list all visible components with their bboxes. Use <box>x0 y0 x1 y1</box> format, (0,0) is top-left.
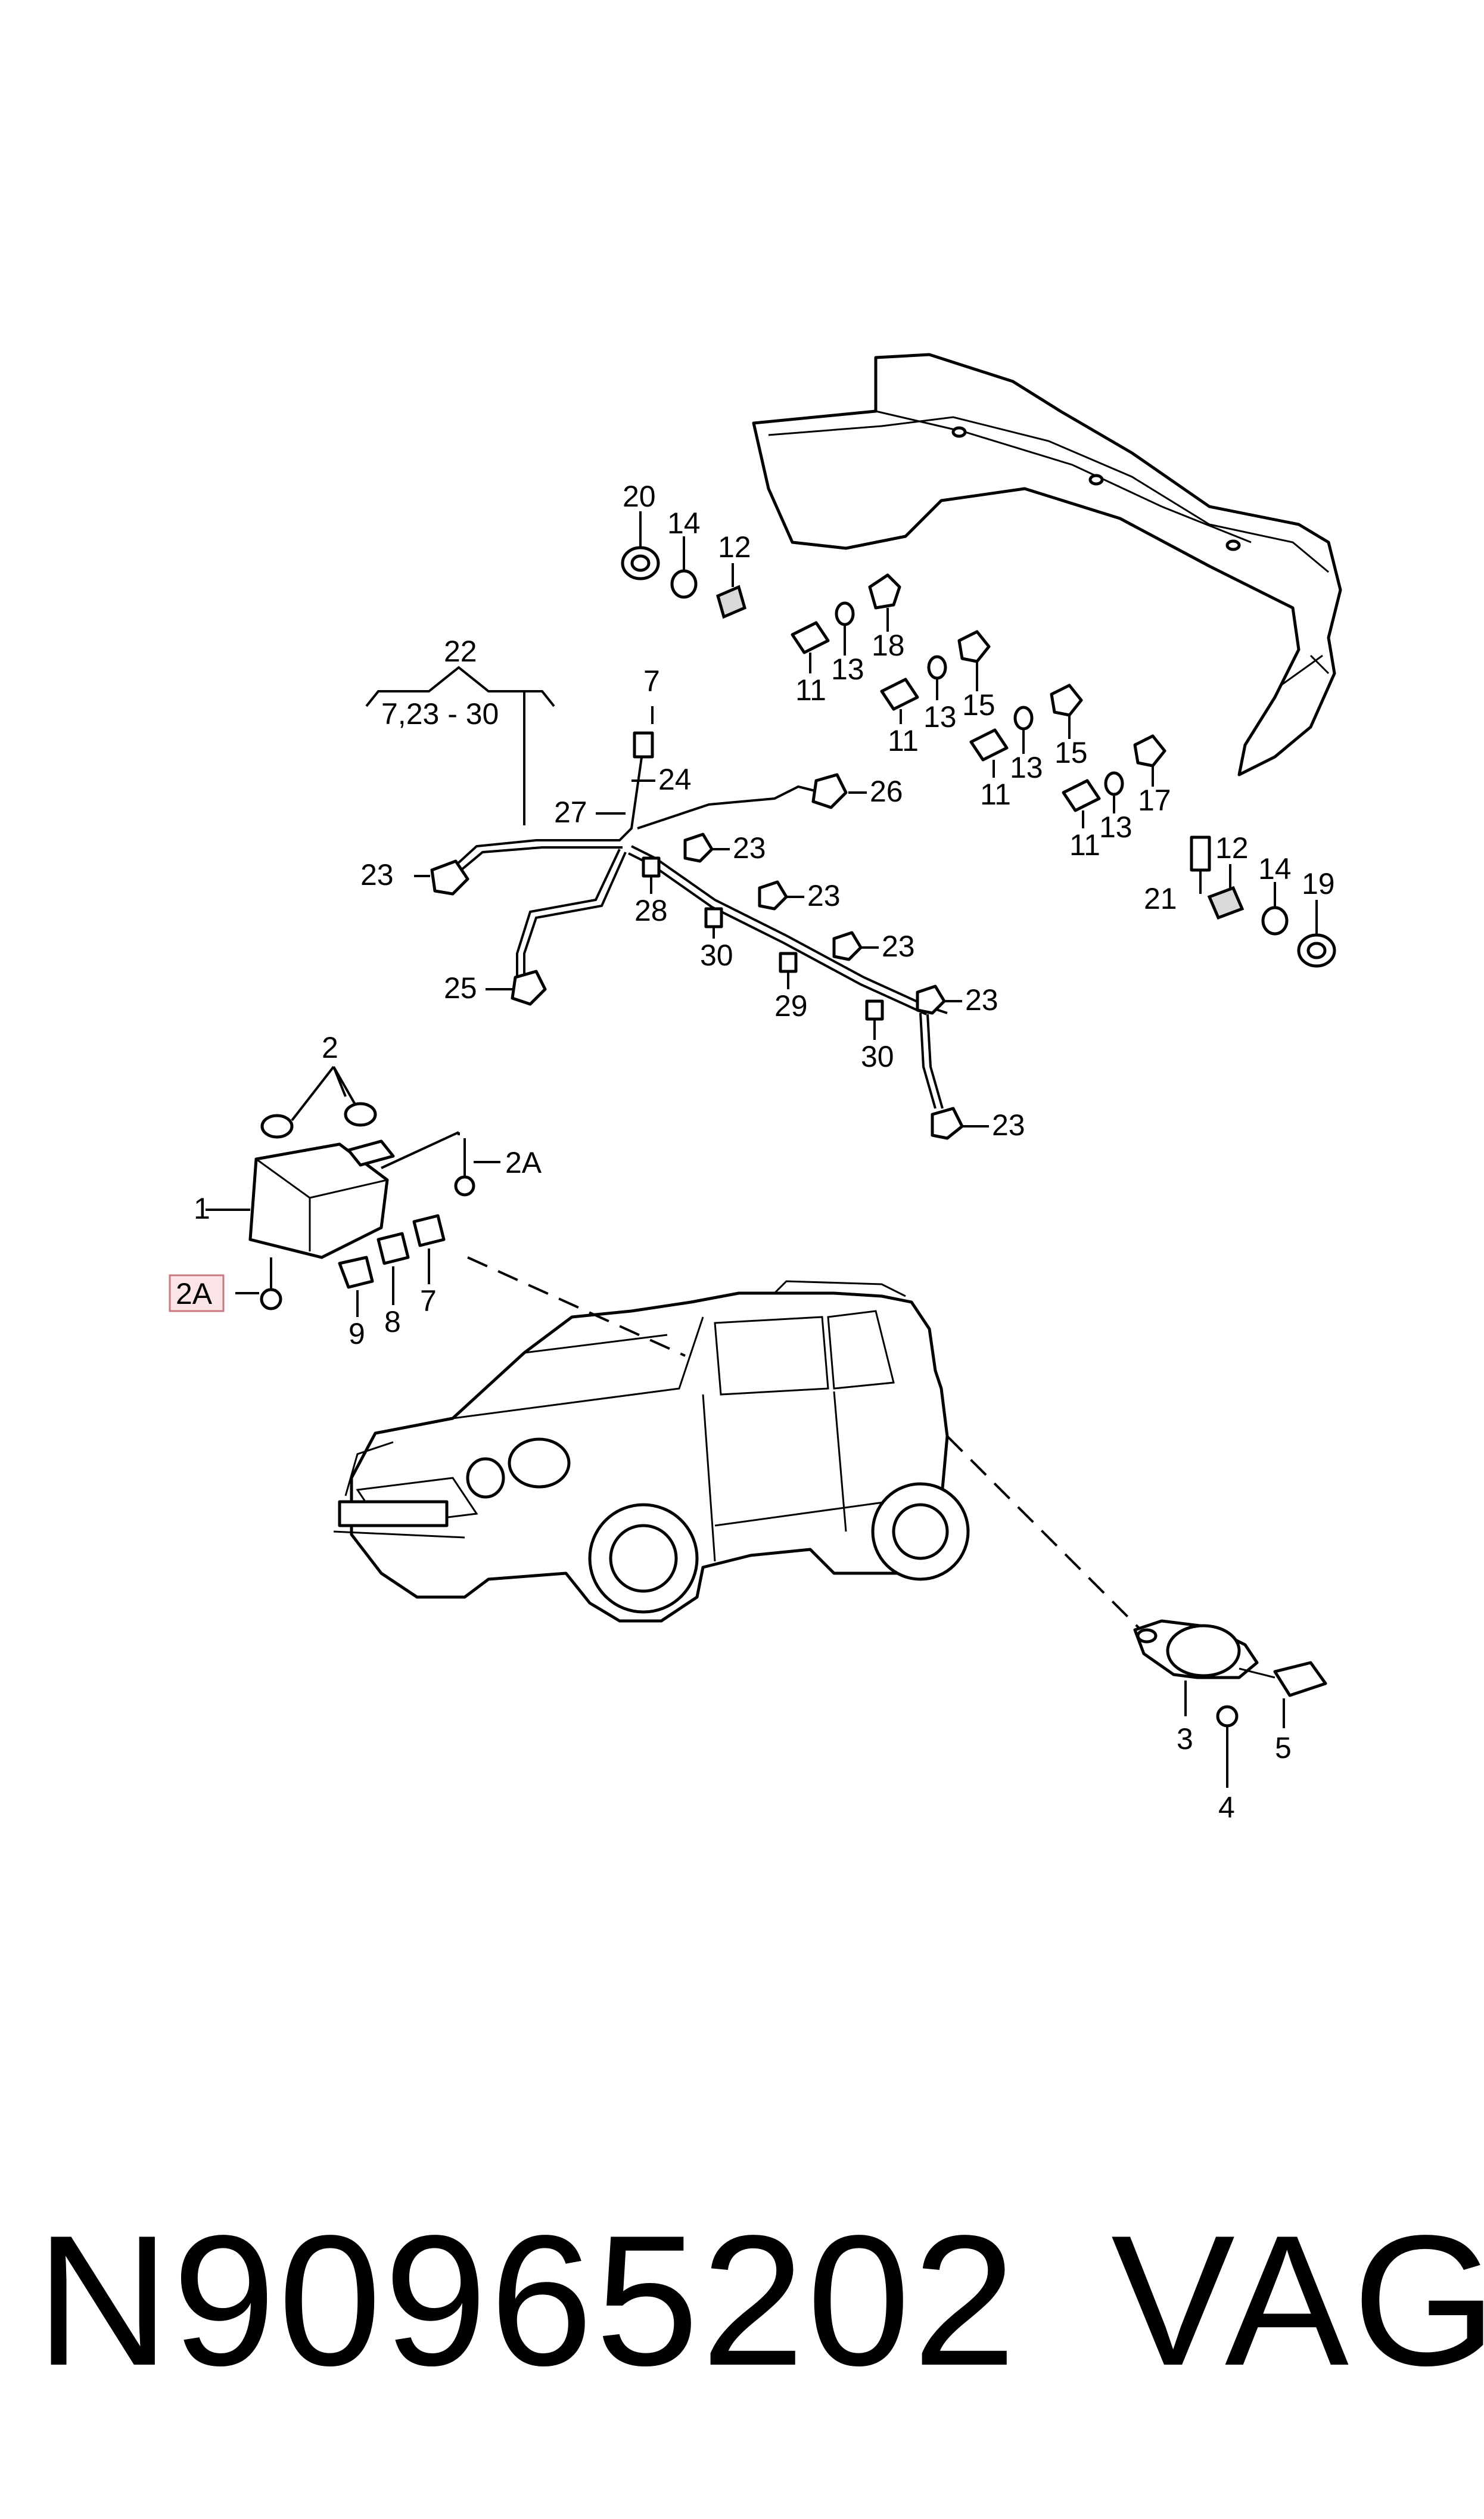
control-module <box>169 1066 500 1317</box>
callout-2a-highlight: 2A <box>176 1277 213 1310</box>
callout-5: 5 <box>1275 1731 1292 1765</box>
callout-2: 2 <box>322 1031 338 1064</box>
callout-11-d: 11 <box>1069 828 1100 862</box>
callout-25: 25 <box>444 971 477 1005</box>
callout-7-module: 7 <box>420 1284 437 1318</box>
callout-13-b: 13 <box>923 700 957 734</box>
callout-9: 9 <box>349 1317 365 1350</box>
callout-23-d: 23 <box>882 930 915 963</box>
callout-19: 19 <box>1302 867 1335 900</box>
callout-23-f: 23 <box>992 1108 1025 1142</box>
callout-21: 21 <box>1144 882 1177 915</box>
callout-23-e: 23 <box>965 983 998 1017</box>
callout-13-a: 13 <box>831 653 864 686</box>
callout-23-a: 23 <box>360 858 394 892</box>
callout-29: 29 <box>774 989 808 1023</box>
callout-11-a: 11 <box>795 673 826 707</box>
rear-bumper <box>752 353 1342 776</box>
highlight-2a <box>169 1274 225 1312</box>
callout-22-range: 7,23 - 30 <box>381 697 499 731</box>
callout-11-c: 11 <box>980 778 1011 811</box>
callout-labels: 1 2 2A 2A 3 4 5 7 7 8 9 11 11 11 11 12 1… <box>176 480 1335 1824</box>
callout-23-b: 23 <box>733 831 766 865</box>
callout-28: 28 <box>634 894 668 927</box>
brand-name: VAG <box>1111 2197 1484 2405</box>
callout-12-right: 12 <box>1215 831 1249 865</box>
callout-13-c: 13 <box>1010 751 1043 784</box>
callout-3: 3 <box>1177 1722 1193 1756</box>
callout-12-top: 12 <box>718 530 751 564</box>
callout-18: 18 <box>872 629 905 662</box>
callout-24: 24 <box>658 763 692 796</box>
vehicle <box>333 1256 1157 1646</box>
sensor-parts <box>621 511 1336 968</box>
callout-14-right: 14 <box>1258 852 1292 886</box>
callout-17: 17 <box>1138 784 1171 817</box>
wiring-harness <box>365 666 989 1140</box>
callout-14-top: 14 <box>667 507 701 540</box>
callout-15-a: 15 <box>962 688 995 722</box>
callout-8: 8 <box>384 1305 401 1338</box>
callout-13-d: 13 <box>1099 810 1133 844</box>
callout-27: 27 <box>554 796 587 829</box>
callout-30-b: 30 <box>861 1040 894 1073</box>
callout-4: 4 <box>1218 1791 1235 1824</box>
callout-30-a: 30 <box>700 939 733 972</box>
callout-23-c: 23 <box>807 879 841 912</box>
callout-15-b: 15 <box>1054 736 1088 769</box>
callout-26: 26 <box>870 775 903 808</box>
part-number: N90965202 <box>36 2197 1019 2405</box>
buzzer-assembly <box>1133 1619 1327 1788</box>
callout-11-b: 11 <box>888 724 919 757</box>
callout-7-harness: 7 <box>643 664 660 698</box>
callout-22: 22 <box>444 635 477 668</box>
callout-20: 20 <box>623 480 656 513</box>
callout-2a-top: 2A <box>505 1146 542 1179</box>
callout-1: 1 <box>194 1192 210 1225</box>
